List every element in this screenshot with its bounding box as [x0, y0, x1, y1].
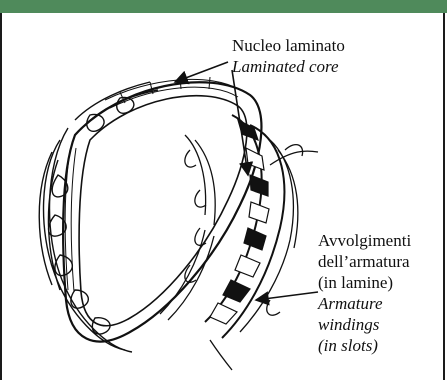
windings-italian-line-2: dell’armatura — [318, 251, 411, 272]
core-arrow-1 — [175, 62, 228, 82]
core-label: Nucleo laminato Laminated core — [232, 35, 345, 77]
windings-arrow — [256, 292, 318, 300]
header-bar — [0, 0, 447, 13]
windings-italian-line-3: (in lamine) — [318, 272, 411, 293]
core-label-english: Laminated core — [232, 56, 345, 77]
laminated-core-ring — [63, 77, 261, 342]
windings-english-line-2: windings — [318, 314, 411, 335]
windings-english-line-3: (in slots) — [318, 335, 411, 356]
windings-english-line-1: Armature — [318, 293, 411, 314]
windings-italian-line-1: Avvolgimenti — [318, 230, 411, 251]
winding-coils-inner — [160, 135, 318, 370]
windings-label: Avvolgimenti dell’armatura (in lamine) A… — [318, 230, 411, 356]
core-label-italian: Nucleo laminato — [232, 35, 345, 56]
